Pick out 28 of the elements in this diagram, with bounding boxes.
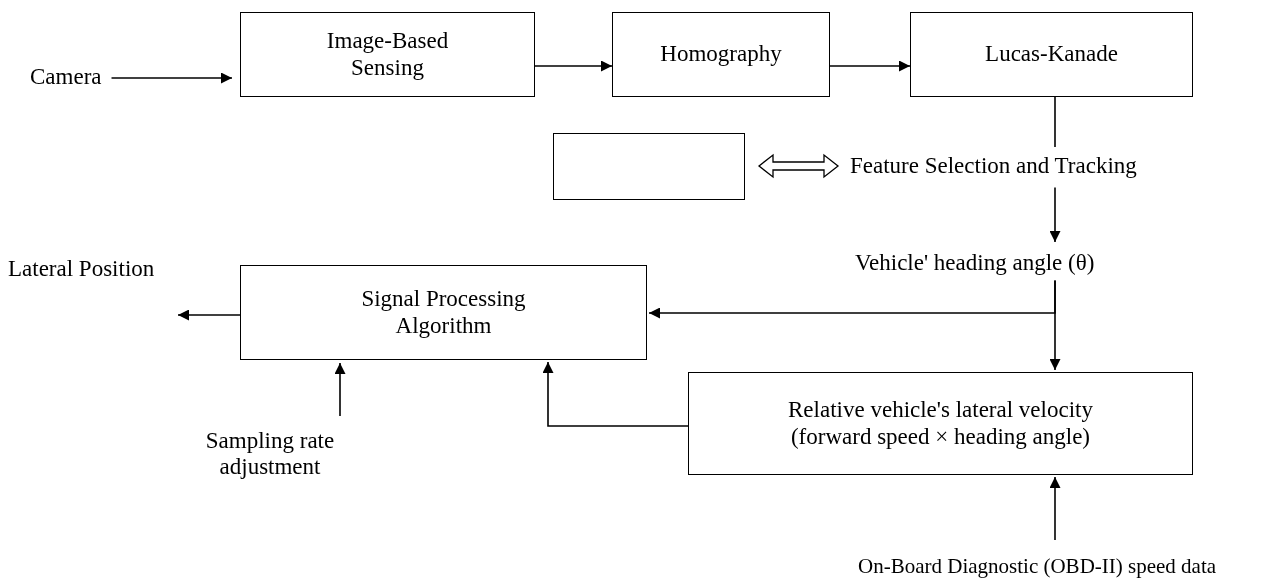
arrow <box>334 362 346 417</box>
arrow <box>1049 476 1061 541</box>
input-label: Sampling rate adjustment <box>170 428 370 481</box>
arrow <box>177 309 241 321</box>
process-label: Feature Selection and Tracking <box>850 153 1137 180</box>
process-box <box>240 12 535 97</box>
library-box <box>553 133 745 200</box>
box-label: Signal Processing Algorithm <box>360 286 527 339</box>
signal-label: Vehicle' heading angle (θ) <box>855 250 1095 277</box>
output-label: Lateral Position <box>8 256 155 283</box>
box-label: Image-Based Sensing <box>325 28 450 81</box>
process-box <box>910 12 1193 97</box>
arrow <box>542 361 689 427</box>
box-label: Relative vehicle's lateral velocity (forward speed × heading angle) <box>787 397 1094 450</box>
arrow <box>1049 279 1061 371</box>
arrow <box>534 60 613 72</box>
process-box <box>612 12 830 97</box>
connector-line <box>1054 96 1056 148</box>
input-label: Camera <box>30 64 102 91</box>
process-box <box>240 265 647 360</box>
input-label: On-Board Diagnostic (OBD-II) speed data <box>858 554 1217 579</box>
box-label: Lucas-Kanade <box>984 41 1119 68</box>
arrow <box>110 72 233 84</box>
double-arrow <box>757 153 840 179</box>
arrow <box>1049 186 1061 243</box>
process-box <box>688 372 1193 475</box>
arrow <box>829 60 911 72</box>
box-label: Homography <box>659 41 783 68</box>
